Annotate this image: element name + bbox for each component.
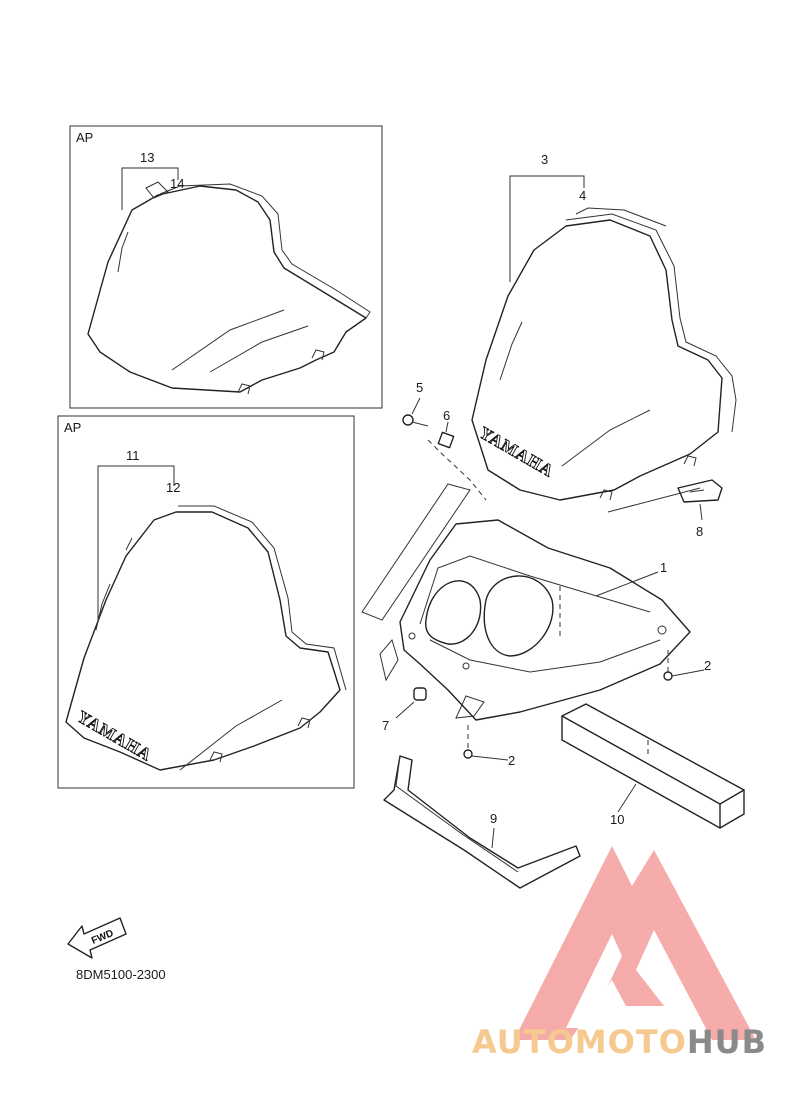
trim-strip-9: 9: [383, 755, 581, 889]
callout-14: 14: [170, 176, 184, 191]
callout-9: 9: [490, 811, 497, 826]
screw-2b: 2: [463, 724, 515, 768]
windshield-brand-decal-main: YAMAHA: [476, 423, 557, 481]
kit-box-top: AP 13 14: [69, 125, 383, 409]
callout-4: 4: [579, 188, 586, 203]
watermark-text: AUTOMOTOHUB: [472, 1023, 767, 1061]
cowling-1: 1: [361, 483, 691, 721]
callout-6: 6: [443, 408, 450, 423]
part-code: 8DM5100-2300: [76, 967, 166, 982]
kit-label-top: AP: [76, 130, 93, 145]
foam-block-10: 10: [561, 703, 745, 829]
kit-label-bottom: AP: [64, 420, 81, 435]
screw-2a: 2: [663, 650, 711, 681]
callout-7: 7: [382, 718, 389, 733]
callout-3: 3: [541, 152, 548, 167]
windshield-3: [471, 219, 723, 501]
watermark-text-part2: HUB: [687, 1023, 767, 1061]
callout-2-right: 2: [704, 658, 711, 673]
watermark-logo: [514, 846, 756, 1040]
callout-12: 12: [166, 480, 180, 495]
watermark-text-part1: AUTOMOTO: [472, 1023, 687, 1061]
callout-1: 1: [660, 560, 667, 575]
callout-2-bottom: 2: [508, 753, 515, 768]
clip-8: 8: [677, 479, 723, 539]
windshield-assembly: YAMAHA 3 4: [471, 152, 737, 513]
callout-13: 13: [140, 150, 154, 165]
fastener-5-6: 5 6: [402, 380, 487, 501]
kit-box-bottom: AP YAMAHA 11 12: [57, 415, 355, 789]
callout-5: 5: [416, 380, 423, 395]
callout-8: 8: [696, 524, 703, 539]
cowling-body: [399, 519, 691, 721]
fwd-arrow-icon: FWD: [67, 917, 127, 959]
callout-11: 11: [126, 448, 140, 463]
windshield-13: [87, 185, 367, 393]
watermark-triangle-icon: [514, 846, 756, 1040]
grommet-7: 7: [382, 687, 427, 733]
callout-10: 10: [610, 812, 624, 827]
windshield-brand-decal-bottom: YAMAHA: [74, 707, 155, 765]
